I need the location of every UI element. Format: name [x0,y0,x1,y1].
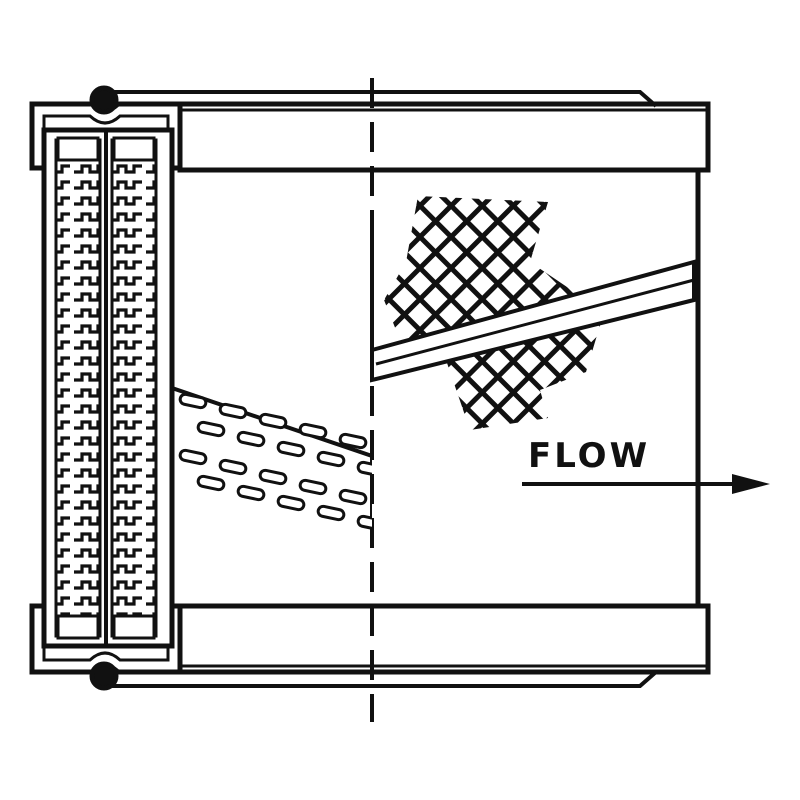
perforation-slot [258,468,288,486]
perforation-slot [196,420,226,438]
perforation-slot [276,440,306,458]
perforation-slot [356,460,372,478]
perforation-slot [397,471,425,486]
perforation-slot [298,478,328,496]
perforation-slot [338,432,368,450]
pleated-media [41,127,175,649]
mesh-screen [384,196,604,430]
perforation-slot [316,504,346,522]
perforation-slot [196,474,226,492]
flow-arrow-icon [522,474,770,494]
perforation-slot [178,392,208,410]
bottom-band [177,603,711,675]
perforation-slot [258,412,288,430]
left-end-cap-bottom [29,603,183,691]
perforation-slot [338,488,368,506]
perforation-slot [236,430,266,448]
perforation-slot [298,422,328,440]
perforation-slot [236,484,266,502]
top-band [177,101,711,173]
left-end-cap-top [29,85,183,171]
perforation-slot [379,499,407,514]
perforated-tube [172,386,425,532]
inner-sleeve-edge [370,228,696,383]
perforation-slot [178,448,208,466]
perforation-slot [316,450,346,468]
flow-label: FLOW [528,436,651,476]
perforation-slot [276,494,306,512]
outer-shell [100,90,658,688]
perforation-slot [218,458,248,476]
perforation-slot [356,514,372,532]
perforation-slot [218,402,248,420]
